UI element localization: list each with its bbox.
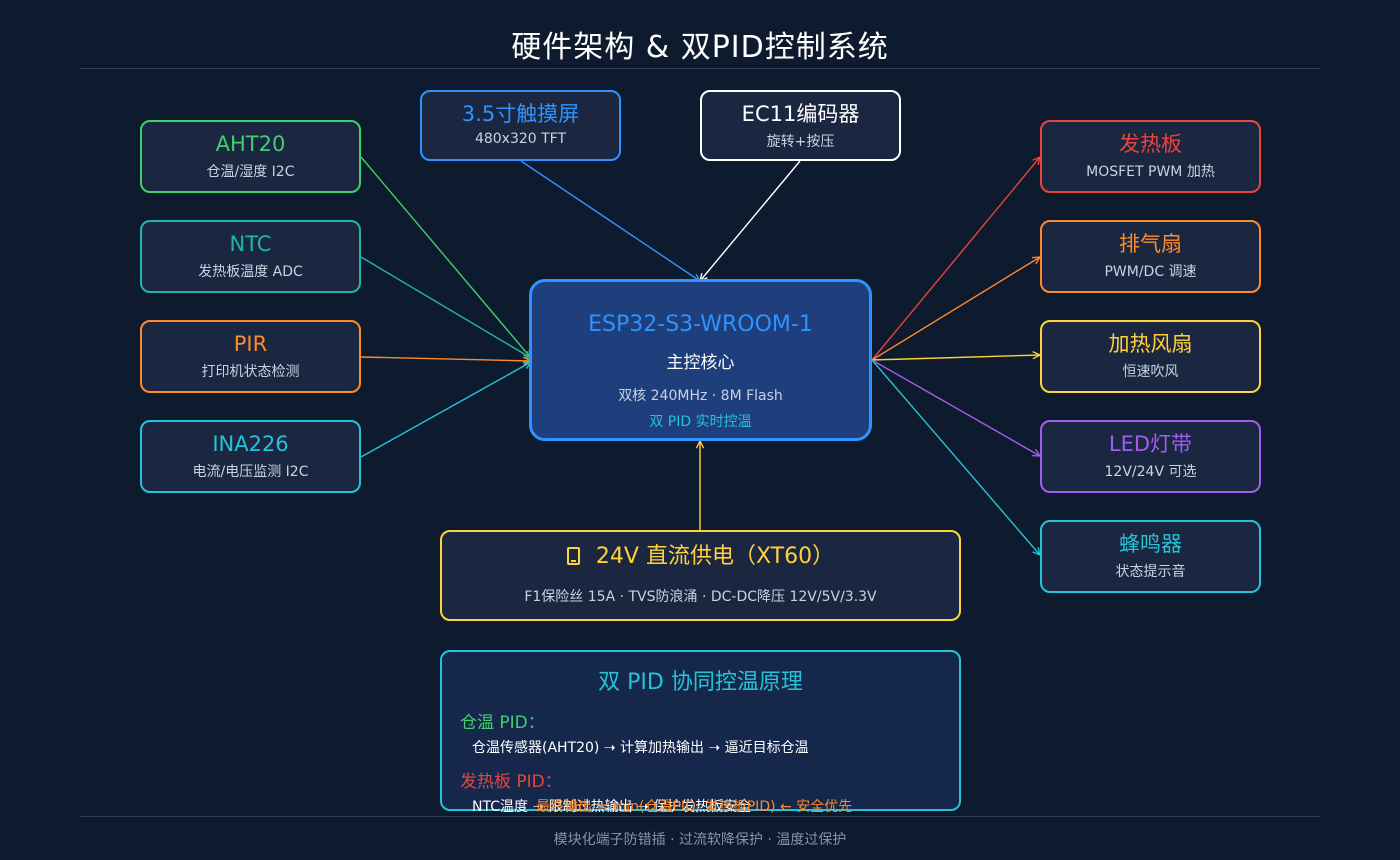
sensor-ina226-box: INA226 电流/电压监测 I2C bbox=[140, 420, 361, 493]
output-sub: 状态提示音 bbox=[1115, 564, 1186, 580]
power-title-row: 24V 直流供电（XT60） bbox=[442, 544, 959, 570]
arrow-input-1 bbox=[700, 160, 801, 281]
output-title: 发热板 bbox=[1119, 132, 1182, 156]
sensor-title: AHT20 bbox=[215, 132, 286, 156]
output-sub: 12V/24V 可选 bbox=[1104, 464, 1197, 480]
output-sub: 恒速吹风 bbox=[1122, 364, 1179, 380]
core-title: ESP32-S3-WROOM-1 bbox=[588, 312, 813, 337]
plate-pid-label: 发热板 PID： bbox=[460, 772, 562, 792]
footer-notes: 模块化端子防错插 · 过流软降保护 · 温度过保护 bbox=[553, 832, 847, 848]
core-spec: 双核 240MHz · 8M Flash bbox=[618, 388, 783, 404]
core-feature: 双 PID 实时控温 bbox=[649, 414, 752, 430]
output-sub: PWM/DC 调速 bbox=[1104, 264, 1197, 280]
title-divider bbox=[80, 68, 1320, 69]
output-exhaust-fan-box: 排气扇 PWM/DC 调速 bbox=[1040, 220, 1261, 293]
arrow-sensor-0 bbox=[360, 156, 531, 358]
output-heater-box: 发热板 MOSFET PWM 加热 bbox=[1040, 120, 1261, 193]
sensor-aht20-box: AHT20 仓温/湿度 I2C bbox=[140, 120, 361, 193]
arrow-output-3 bbox=[871, 359, 1040, 456]
output-led-strip-box: LED灯带 12V/24V 可选 bbox=[1040, 420, 1261, 493]
output-title: LED灯带 bbox=[1108, 432, 1193, 456]
arrow-input-0 bbox=[520, 160, 700, 281]
input-title: 3.5寸触摸屏 bbox=[461, 102, 580, 126]
sensor-sub: 打印机状态检测 bbox=[201, 364, 300, 380]
arrow-sensor-1 bbox=[360, 256, 531, 358]
arrow-output-4 bbox=[871, 359, 1040, 555]
sensor-sub: 仓温/湿度 I2C bbox=[206, 164, 295, 180]
input-encoder-box: EC11编码器 旋转+按压 bbox=[700, 90, 901, 161]
pid-principle-box: 双 PID 协同控温原理 仓温 PID： 仓温传感器(AHT20) ➝ 计算加热… bbox=[440, 650, 961, 815]
input-sub: 旋转+按压 bbox=[766, 134, 835, 150]
output-buzzer-box: 蜂鸣器 状态提示音 bbox=[1040, 520, 1261, 593]
chamber-pid-label: 仓温 PID： bbox=[460, 713, 545, 733]
chamber-pid-line: 仓温传感器(AHT20) ➝ 计算加热输出 ➝ 逼近目标仓温 bbox=[472, 740, 809, 756]
arrow-output-1 bbox=[871, 257, 1040, 361]
power-spec: F1保险丝 15A · TVS防浪涌 · DC-DC降压 12V/5V/3.3V bbox=[524, 589, 877, 605]
power-title: 24V 直流供电（XT60） bbox=[595, 544, 835, 569]
output-title: 排气扇 bbox=[1119, 232, 1182, 256]
input-sub: 480x320 TFT bbox=[474, 131, 567, 147]
output-title: 加热风扇 bbox=[1108, 332, 1193, 356]
arrow-output-0 bbox=[871, 157, 1040, 361]
sensor-title: INA226 bbox=[212, 432, 289, 456]
power-supply-box: 24V 直流供电（XT60） F1保险丝 15A · TVS防浪涌 · DC-D… bbox=[440, 530, 961, 621]
pid-formula: 最终输出 = min(仓温PID, 发热板PID) ← 安全优先 bbox=[536, 799, 853, 815]
sensor-title: PIR bbox=[233, 332, 268, 356]
output-title: 蜂鸣器 bbox=[1119, 532, 1182, 556]
footer-divider bbox=[80, 816, 1320, 817]
sensor-ntc-box: NTC 发热板温度 ADC bbox=[140, 220, 361, 293]
arrow-sensor-2 bbox=[360, 356, 531, 361]
page-title: 硬件架构 & 双PID控制系统 bbox=[511, 30, 889, 65]
pid-heading: 双 PID 协同控温原理 bbox=[598, 670, 803, 695]
input-title: EC11编码器 bbox=[741, 102, 860, 126]
output-heat-fan-box: 加热风扇 恒速吹风 bbox=[1040, 320, 1261, 393]
sensor-sub: 发热板温度 ADC bbox=[198, 264, 303, 280]
sensor-title: NTC bbox=[229, 232, 272, 256]
input-touchscreen-box: 3.5寸触摸屏 480x320 TFT bbox=[420, 90, 621, 161]
power-chip-icon bbox=[566, 547, 580, 565]
sensor-sub: 电流/电压监测 I2C bbox=[192, 464, 309, 480]
arrow-sensor-3 bbox=[360, 362, 531, 458]
output-sub: MOSFET PWM 加热 bbox=[1086, 164, 1215, 180]
plate-pid-line: NTC温度 ➝ 限制过热输出 ➝ 保护发热板安全 bbox=[472, 799, 752, 815]
core-role: 主控核心 bbox=[666, 353, 735, 373]
arrow-output-2 bbox=[871, 355, 1040, 361]
sensor-pir-box: PIR 打印机状态检测 bbox=[140, 320, 361, 393]
core-mcu-box: ESP32-S3-WROOM-1 主控核心 双核 240MHz · 8M Fla… bbox=[529, 279, 872, 441]
